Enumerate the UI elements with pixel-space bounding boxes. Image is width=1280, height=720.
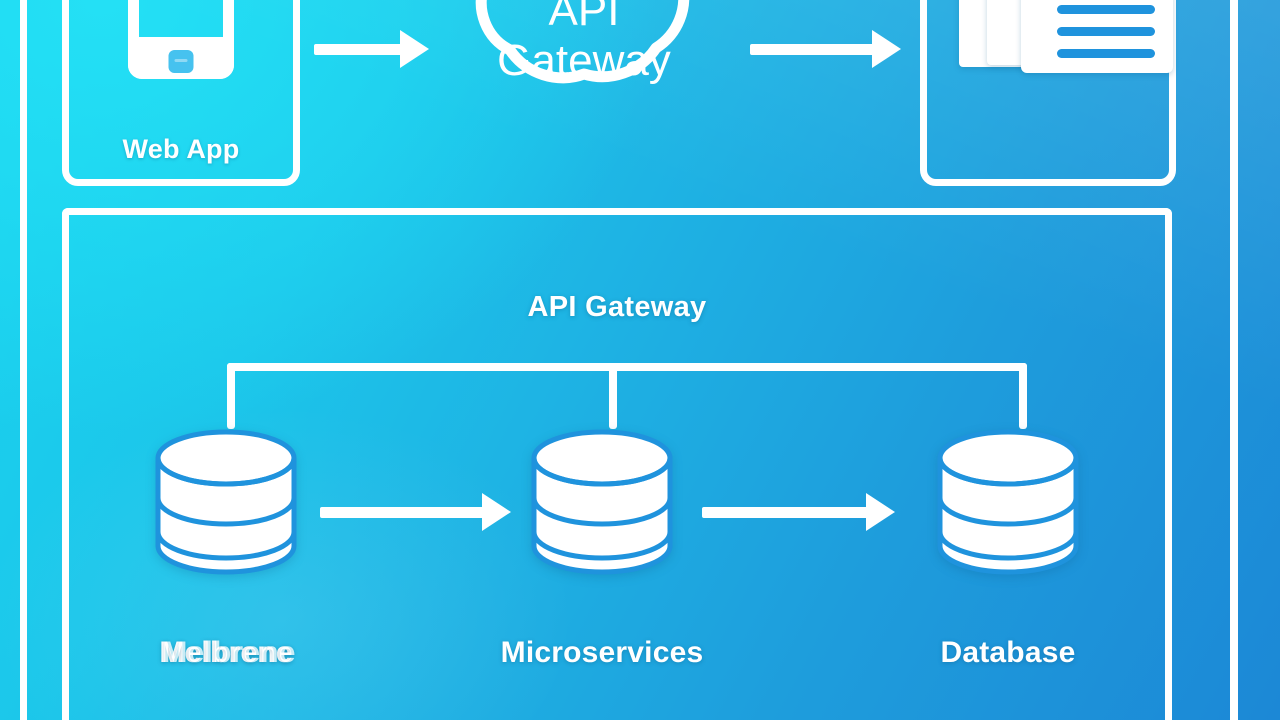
arrow-node1-to-node2-shaft — [320, 507, 490, 518]
phone-home-button — [168, 50, 194, 73]
api-gateway-cloud-label: API Gateway — [497, 0, 671, 85]
document-stack-icon — [945, 0, 1173, 97]
database-cylinder-icon[interactable] — [934, 428, 1082, 576]
node-label-3: Database — [940, 636, 1076, 669]
arrow-gateway-to-docs-head — [872, 30, 901, 68]
document-text-line — [1057, 27, 1155, 36]
api-gateway-cloud[interactable]: API Gateway — [424, 0, 744, 122]
node-label-1: Melbrene Melbrene — [76, 636, 376, 670]
database-cylinder-icon[interactable] — [528, 428, 676, 576]
frame-rail-right — [1230, 0, 1238, 720]
arrow-node2-to-node3-shaft — [702, 507, 874, 518]
document-text-line — [1057, 5, 1155, 14]
node-label-1-text: Melbrene — [159, 636, 293, 669]
frame-rail-left — [20, 0, 27, 720]
node-label-1-ghost-text: Melbrene — [162, 636, 296, 669]
api-gateway-panel-title: API Gateway — [527, 291, 707, 323]
database-cylinder-icon[interactable] — [152, 428, 300, 576]
bracket-horizontal-bar — [227, 363, 1027, 371]
bracket-connector — [227, 363, 1027, 431]
web-app-card[interactable]: Web App — [62, 0, 300, 186]
document-text-line — [1057, 49, 1155, 58]
phone-chin — [128, 37, 234, 79]
arrow-webapp-to-gateway-head — [400, 30, 429, 68]
bracket-branch-right — [1019, 363, 1027, 429]
documents-card[interactable] — [920, 0, 1176, 186]
arrow-webapp-to-gateway-shaft — [314, 44, 410, 55]
web-app-label: Web App — [122, 134, 240, 164]
bracket-branch-left — [227, 363, 235, 429]
node-label-2: Microservices — [500, 636, 704, 669]
arrow-node1-to-node2-head — [482, 493, 511, 531]
mobile-phone-icon — [128, 0, 234, 79]
document-sheet-front — [1021, 0, 1173, 73]
arrow-node2-to-node3-head — [866, 493, 895, 531]
arrow-gateway-to-docs-shaft — [750, 44, 878, 55]
api-gateway-panel: API Gateway — [62, 208, 1172, 720]
bracket-branch-middle — [609, 363, 617, 429]
